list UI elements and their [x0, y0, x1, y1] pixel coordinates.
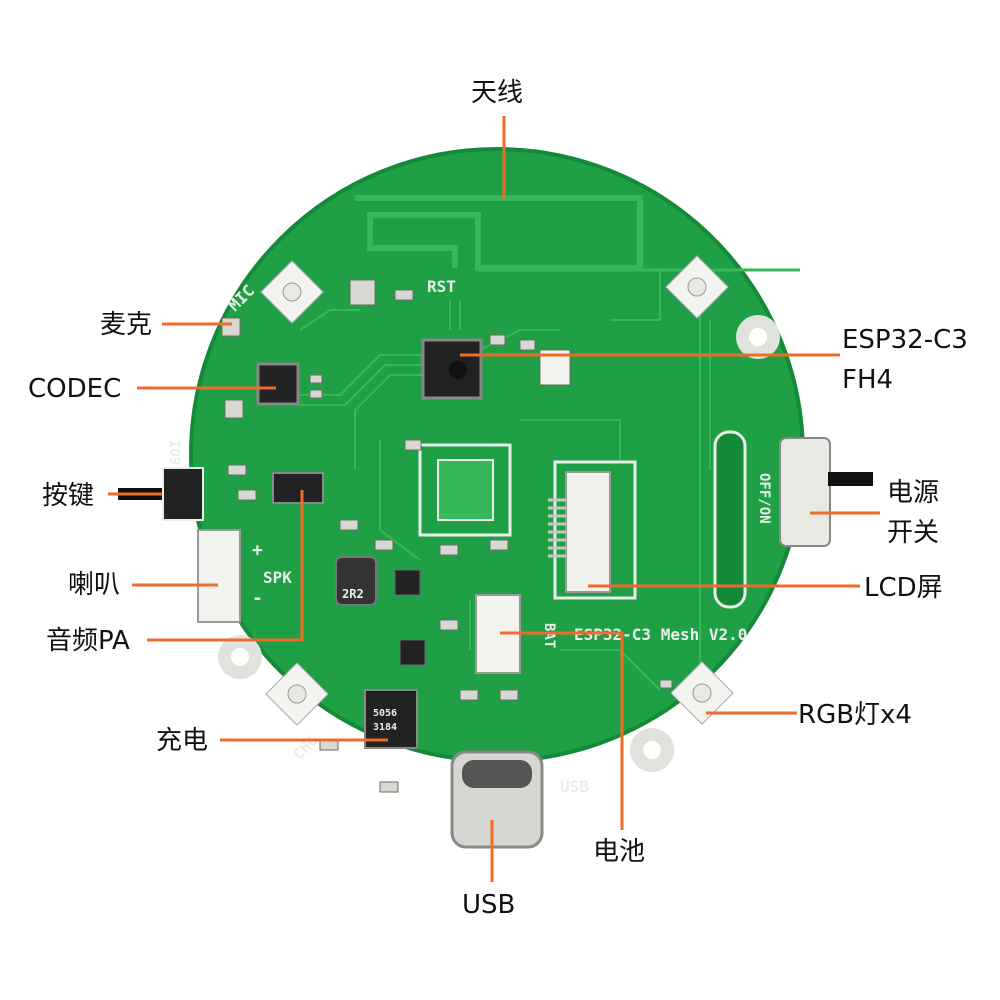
silk-chg: CHG [289, 731, 321, 763]
flash-pad [437, 459, 494, 521]
rgb-led [670, 661, 734, 725]
silk-minus-spk: - [252, 588, 263, 609]
power-switch [779, 437, 831, 547]
label-power-line1: 电源 [887, 478, 940, 508]
rgb-led [665, 255, 729, 319]
label-button: 按键 [42, 481, 95, 511]
speaker-connector [197, 529, 241, 623]
label-power-line2: 开关 [887, 518, 940, 548]
usb-c-opening [462, 760, 532, 788]
rgb-led [260, 260, 324, 324]
pointer-lines [108, 116, 880, 882]
silk-bat: BAT [541, 623, 557, 648]
label-lcd: LCD屏 [864, 573, 943, 603]
codec-chip [256, 362, 300, 406]
inductor [335, 556, 377, 606]
pcb-traces [299, 270, 711, 691]
silk-board-name: ESP32-C3 Mesh V2.0 [574, 625, 747, 644]
pointer-battery [500, 631, 624, 830]
lcd-connector-pins [548, 498, 566, 558]
rgb-led [265, 662, 329, 726]
silk-rst: RST [427, 277, 456, 296]
lcd-connector-frame [553, 460, 637, 600]
label-rgb: RGB灯x4 [798, 700, 912, 730]
label-codec: CODEC [28, 374, 122, 404]
silk-inductor: 2R2 [342, 587, 364, 601]
silk-chip-code1: 5056 [373, 708, 397, 719]
button-body [162, 467, 204, 521]
silk-io9: IO9 [166, 440, 182, 465]
label-speaker: 喇叭 [68, 570, 121, 600]
pointer-audio-pa [147, 490, 304, 642]
label-antenna: 天线 [471, 78, 524, 108]
label-mic: 麦克 [100, 310, 153, 340]
lcd-connector [565, 471, 611, 593]
switch-slot [713, 430, 747, 609]
silk-usb: USB [560, 777, 589, 796]
silk-chip-code2: 3184 [373, 722, 397, 733]
silk-plus-spk: + [252, 540, 263, 561]
label-charge: 充电 [156, 726, 209, 756]
antenna-trace [355, 195, 643, 271]
mounting-holes [218, 315, 780, 772]
label-battery: 电池 [593, 837, 646, 867]
charge-chip [364, 689, 418, 749]
label-audio-pa: 音频PA [46, 626, 130, 656]
silk-spk: SPK [263, 568, 292, 587]
label-mcu-line1: ESP32-C3 [842, 325, 968, 355]
mcu-dot [449, 361, 467, 379]
power-switch-lever [828, 472, 873, 486]
pa-chip [272, 472, 324, 504]
label-mcu-line2: FH4 [842, 365, 894, 395]
silk-off-on: OFF/ON [756, 473, 772, 524]
flash-footprint [418, 443, 512, 537]
smd-components [221, 279, 673, 793]
label-usb: USB [462, 890, 516, 920]
